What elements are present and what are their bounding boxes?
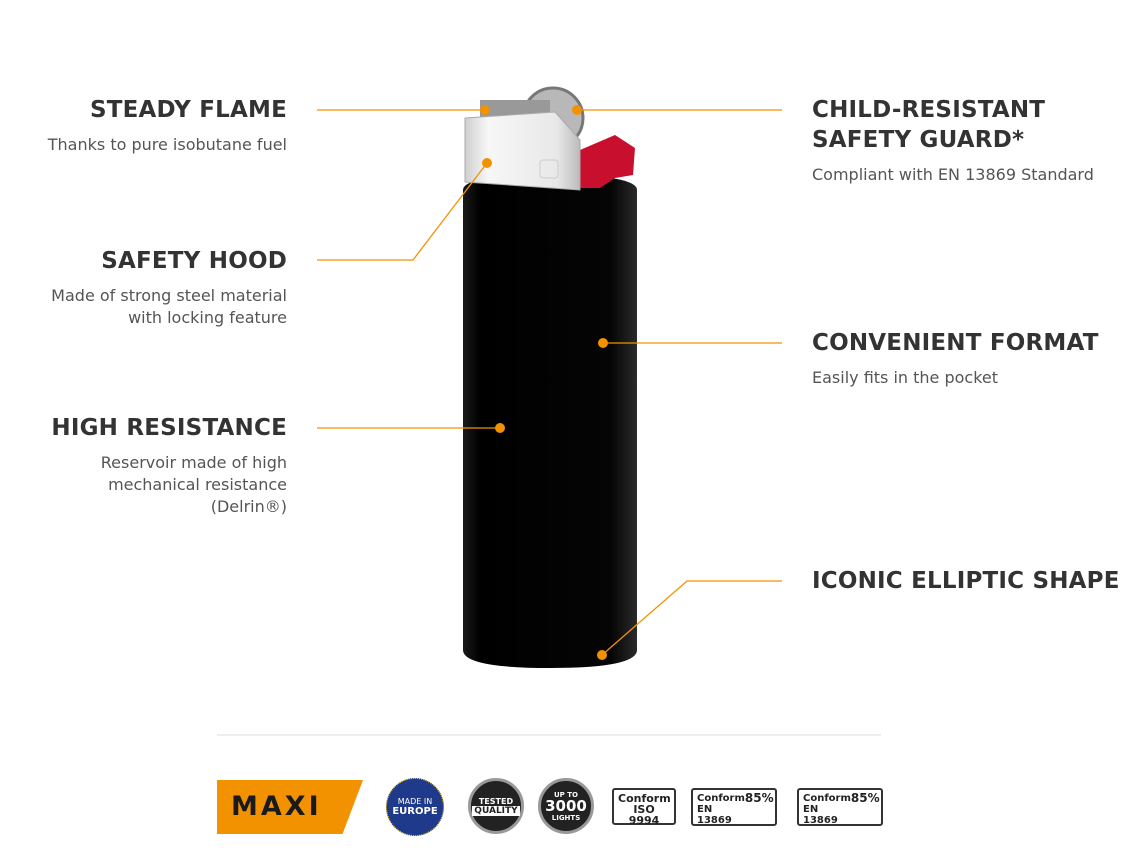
feature-child-resistant: CHILD-RESISTANT SAFETY GUARD* Compliant …: [812, 95, 1094, 186]
feature-title: CONVENIENT FORMAT: [812, 330, 1099, 356]
feature-title: HIGH RESISTANCE: [51, 415, 287, 441]
feature-desc: Compliant with EN 13869 Standard: [812, 165, 1094, 184]
feature-desc: Easily fits in the pocket: [812, 368, 999, 387]
feature-steady-flame: STEADY FLAME Thanks to pure isobutane fu…: [48, 95, 287, 156]
safety-guard: [580, 135, 635, 188]
feature-iconic-shape: ICONIC ELLIPTIC SHAPE: [812, 566, 1120, 596]
maxi-badge: MAXI: [217, 780, 363, 834]
safety-hood: [464, 111, 581, 191]
feature-title: CHILD-RESISTANT: [812, 97, 1046, 123]
feature-convenient-format: CONVENIENT FORMAT Easily fits in the poc…: [812, 328, 1099, 389]
feature-title-line2: SAFETY GUARD*: [812, 127, 1025, 153]
feature-title: STEADY FLAME: [89, 97, 287, 123]
feature-title: ICONIC ELLIPTIC SHAPE: [812, 568, 1120, 594]
lighter-body: [463, 175, 637, 668]
callout-dots: [480, 105, 608, 660]
feature-title: SAFETY HOOD: [101, 248, 287, 274]
feature-desc: Thanks to pure isobutane fuel: [47, 135, 287, 154]
feature-safety-hood: SAFETY HOOD Made of strong steel materia…: [51, 246, 287, 329]
callout-lines: [317, 109, 782, 656]
